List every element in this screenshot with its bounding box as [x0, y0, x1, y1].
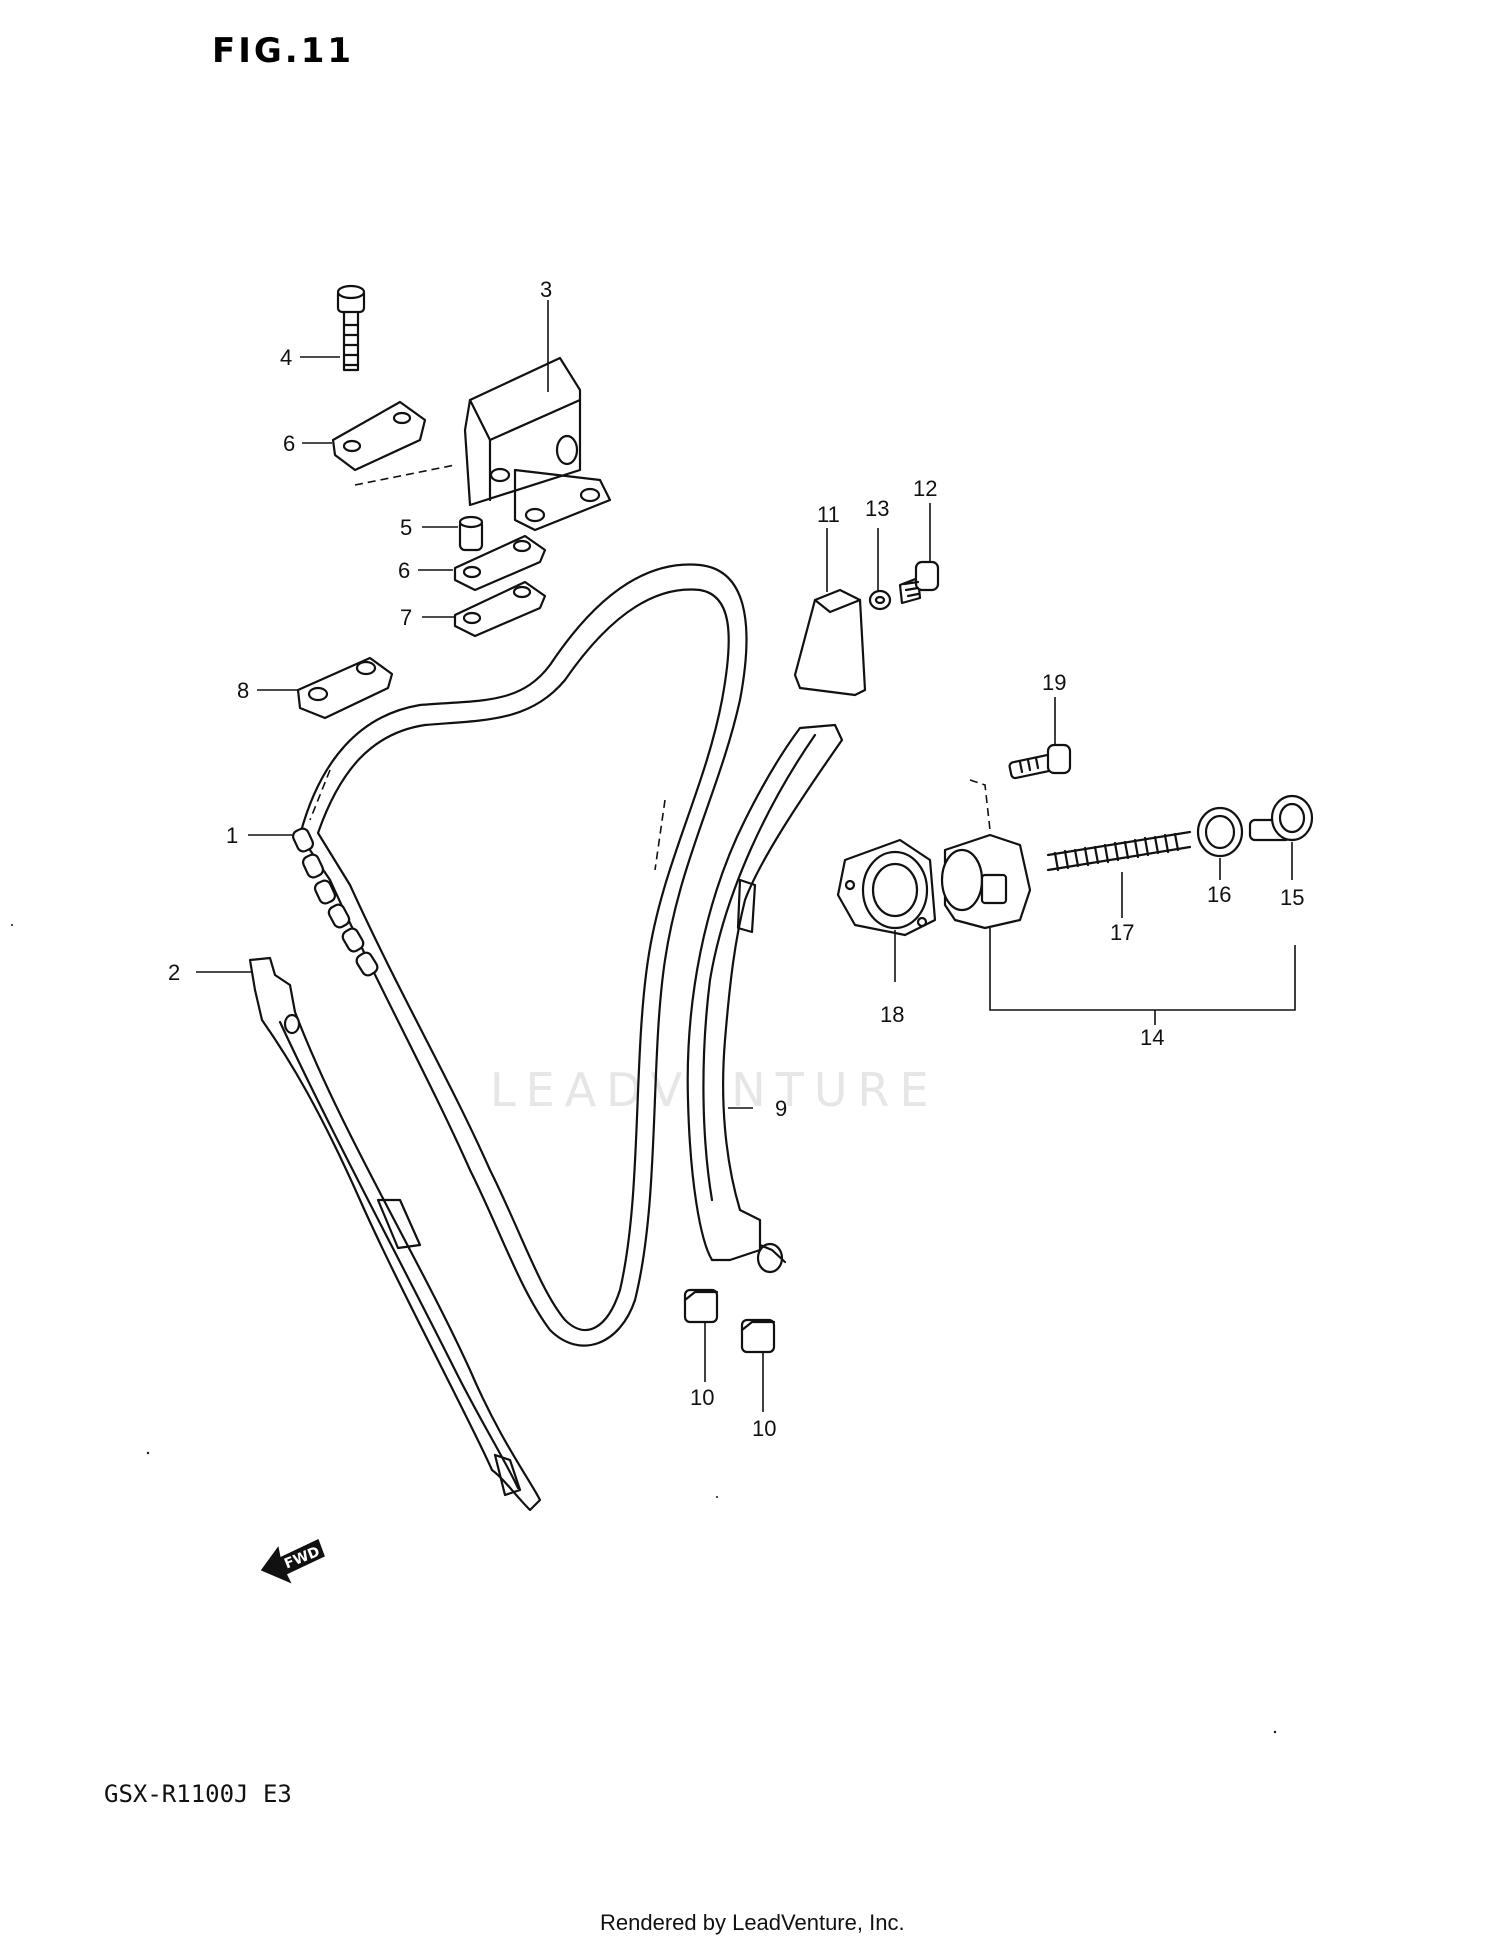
model-label: GSX-R1100J E3 [104, 1780, 292, 1808]
cam-chain-guide-rear[interactable] [248, 956, 542, 1512]
callout-6a: 6 [283, 431, 295, 456]
callout-16: 16 [1207, 882, 1231, 907]
plate-lower[interactable] [453, 534, 547, 592]
cushion-10a[interactable] [683, 1288, 719, 1324]
callout-19: 19 [1042, 670, 1066, 695]
chain-tensioner-guide[interactable] [686, 723, 844, 1274]
callout-18: 18 [880, 1002, 904, 1027]
bolt-12[interactable] [898, 560, 940, 605]
figure-title: FIG.11 [212, 31, 354, 71]
fwd-arrow-icon: FWD [260, 1538, 325, 1584]
cushion-10b[interactable] [740, 1318, 776, 1354]
bolt[interactable] [336, 284, 366, 372]
footer-credit: Rendered by LeadVenture, Inc. [600, 1910, 905, 1935]
callout-1: 1 [226, 823, 238, 848]
washer[interactable] [868, 589, 892, 611]
callout-17: 17 [1110, 920, 1134, 945]
cam-chain-guide-top[interactable] [463, 356, 612, 532]
callout-10a: 10 [690, 1385, 714, 1410]
callout-11: 11 [817, 502, 840, 527]
callout-6b: 6 [398, 558, 410, 583]
callout-12: 12 [913, 476, 937, 501]
callout-5: 5 [400, 515, 412, 540]
callout-10b: 10 [752, 1416, 776, 1441]
bolt-19[interactable] [1008, 743, 1072, 780]
cushion[interactable] [458, 515, 484, 552]
callout-4: 4 [280, 345, 292, 370]
callout-9: 9 [775, 1096, 787, 1121]
plate-8[interactable] [296, 656, 394, 720]
callout-14: 14 [1140, 1025, 1164, 1050]
tensioner-adjuster-assembly[interactable] [836, 794, 1314, 937]
plate[interactable] [331, 400, 427, 472]
callout-8: 8 [237, 678, 249, 703]
callout-3: 3 [540, 277, 552, 302]
callout-15: 15 [1280, 885, 1304, 910]
tensioner-pad[interactable] [793, 588, 867, 697]
cam-chain[interactable] [291, 563, 748, 1347]
callout-7: 7 [400, 605, 412, 630]
callout-2: 2 [168, 960, 180, 985]
plate-7[interactable] [453, 580, 547, 638]
callout-13: 13 [865, 496, 889, 521]
